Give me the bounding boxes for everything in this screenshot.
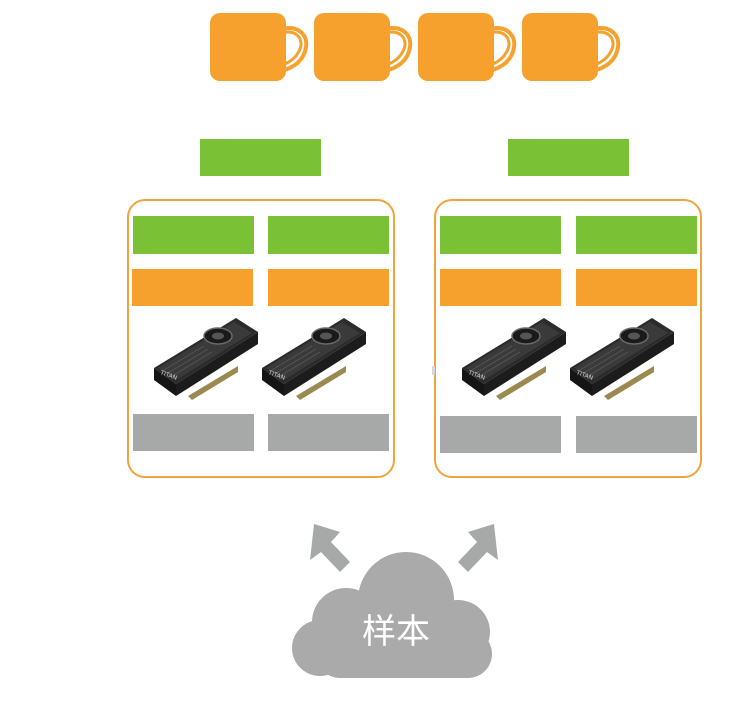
small-mark	[432, 366, 435, 375]
cloud-label: 样本	[362, 612, 430, 652]
node-2-green-bar-left	[440, 216, 561, 254]
arrow-up-right-icon	[454, 520, 504, 576]
cloud-shape	[288, 548, 502, 688]
node-1-gray-bar-right	[268, 414, 389, 451]
node-1-green-bar-right	[268, 216, 389, 254]
node-1-gray-bar-left	[133, 414, 254, 451]
gpu-card-icon: TITAN	[256, 312, 370, 408]
node-2-green-bar-right	[576, 216, 697, 254]
node-2-gray-bar-right	[576, 416, 697, 453]
node-2-top-bar	[508, 139, 629, 176]
mug-shape-4	[520, 11, 621, 83]
node-1-orange-bar-right	[268, 269, 389, 306]
node-1-orange-bar-left	[132, 269, 253, 306]
node-box-1	[127, 199, 395, 478]
gpu-card-icon: TITAN	[564, 312, 678, 408]
node-box-2	[434, 199, 702, 478]
node-2-gray-bar-left	[440, 416, 561, 453]
gpu-card-icon: TITAN	[456, 312, 570, 408]
node-1-green-bar-left	[133, 216, 254, 254]
gpu-card-icon: TITAN	[148, 312, 262, 408]
mug-shape-2	[312, 11, 413, 83]
arrow-up-left-icon	[304, 520, 354, 576]
mug-shape-3	[416, 11, 517, 83]
node-2-orange-bar-right	[576, 269, 697, 306]
node-1-top-bar	[200, 139, 321, 176]
mug-shape-1	[208, 11, 309, 83]
node-2-orange-bar-left	[440, 269, 561, 306]
